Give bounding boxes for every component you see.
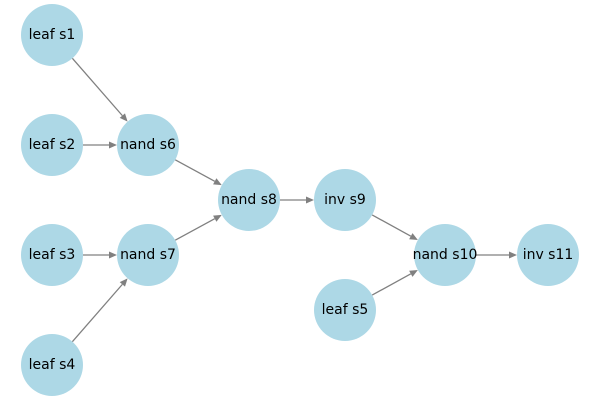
node-label: leaf s1 (29, 27, 76, 43)
node-label: nand s7 (120, 247, 176, 263)
edge-line (174, 218, 216, 241)
node-s7: nand s7 (117, 224, 179, 286)
node-label: leaf s2 (29, 137, 76, 153)
node-label: inv s9 (324, 192, 366, 208)
arrowhead-icon (509, 251, 517, 259)
edge-line (371, 273, 412, 296)
arrowhead-icon (409, 269, 418, 277)
edge-s3-s7 (83, 251, 117, 259)
node-circle (314, 279, 376, 341)
node-s1: leaf s1 (21, 4, 83, 66)
node-circle (117, 114, 179, 176)
nodes-layer: leaf s1 leaf s2 leaf s3 leaf s4 leaf s5 nand … (21, 4, 579, 396)
node-circle (21, 334, 83, 396)
arrowhead-icon (109, 141, 117, 149)
node-s6: nand s6 (117, 114, 179, 176)
edge-s6-s8 (174, 159, 222, 186)
node-label: nand s6 (120, 137, 176, 153)
edge-s9-s10 (371, 214, 418, 241)
edge-s2-s6 (83, 141, 117, 149)
node-label: leaf s4 (29, 357, 76, 373)
arrowhead-icon (409, 233, 418, 241)
node-s2: leaf s2 (21, 114, 83, 176)
node-label: nand s8 (221, 192, 277, 208)
edge-s5-s10 (371, 269, 418, 296)
node-circle (21, 4, 83, 66)
edge-line (371, 214, 412, 237)
node-circle (414, 224, 476, 286)
arrowhead-icon (213, 178, 222, 186)
node-s11: inv s11 (517, 224, 579, 286)
arrowhead-icon (109, 251, 117, 259)
node-label: leaf s5 (322, 302, 369, 318)
arrowhead-icon (213, 214, 222, 222)
node-s9: inv s9 (314, 169, 376, 231)
edge-s8-s9 (280, 196, 314, 204)
arrowhead-icon (119, 278, 128, 287)
node-s4: leaf s4 (21, 334, 83, 396)
arrowhead-icon (306, 196, 314, 204)
edge-line (71, 57, 123, 117)
edge-s1-s6 (71, 57, 128, 122)
edge-line (71, 283, 123, 343)
node-circle (218, 169, 280, 231)
node-circle (517, 224, 579, 286)
node-label: inv s11 (523, 247, 574, 263)
node-circle (314, 169, 376, 231)
node-s5: leaf s5 (314, 279, 376, 341)
node-s3: leaf s3 (21, 224, 83, 286)
node-s8: nand s8 (218, 169, 280, 231)
edges-layer (71, 57, 517, 343)
node-label: leaf s3 (29, 247, 76, 263)
arrowhead-icon (119, 113, 128, 122)
edge-s4-s7 (71, 278, 128, 343)
node-circle (21, 224, 83, 286)
edge-s10-s11 (476, 251, 517, 259)
edge-line (174, 159, 216, 182)
node-s10: nand s10 (413, 224, 478, 286)
node-circle (117, 224, 179, 286)
node-label: nand s10 (413, 247, 478, 263)
node-circle (21, 114, 83, 176)
edge-s7-s8 (174, 214, 222, 241)
